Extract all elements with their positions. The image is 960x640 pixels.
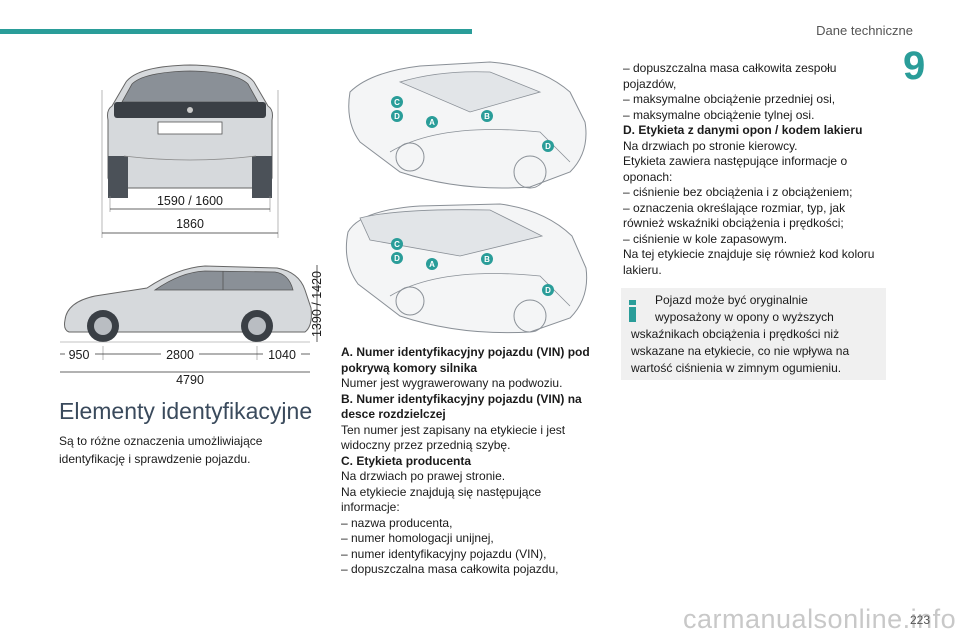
col3-line: D. Etykieta z danymi opon / kodem lakier… (623, 123, 863, 137)
col2-line: widoczny przez przednią szybę. (341, 438, 511, 452)
body-column-2: A. Numer identyfikacyjny pojazdu (VIN) p… (341, 345, 603, 578)
col2-line: informacje: (341, 500, 400, 514)
col3-line: również wskaźniki obciążenia i prędkości… (623, 216, 844, 230)
svg-text:B: B (484, 255, 490, 264)
col3-line: – ciśnienie bez obciążenia i z obciążeni… (623, 185, 853, 199)
col2-line: – numer homologacji unijnej, (341, 531, 494, 545)
info-icon (629, 300, 636, 322)
svg-text:D: D (394, 254, 400, 263)
height-label: 1390 / 1420 (310, 271, 324, 337)
front-overhang-label: 950 (69, 348, 90, 362)
marker-c (391, 96, 403, 108)
col2-line: Numer jest wygrawerowany na podwoziu. (341, 376, 563, 390)
marker-b (481, 110, 493, 122)
svg-text:A: A (429, 260, 435, 269)
svg-text:B: B (484, 112, 490, 121)
marker-d-door (391, 110, 403, 122)
side-view-dimension-figure: 950 2800 1040 4790 1390 / 1420 (60, 265, 324, 385)
wheelbase-label: 2800 (166, 348, 194, 362)
svg-text:A: A (429, 118, 435, 127)
col2-line: Ten numer jest zapisany na etykiecie i j… (341, 422, 566, 437)
intro-paragraph: Są to różne oznaczenia umożliwiające ide… (59, 434, 263, 466)
col2-line: – nazwa producenta, (341, 515, 453, 530)
rear-view-dimension-figure: 1590 / 1600 1860 (101, 64, 279, 238)
col2-line: – numer identyfikacyjny pojazdu (VIN), (341, 546, 547, 561)
svg-text:D: D (545, 286, 551, 295)
wagon-id-locations-figure: C D A B D (345, 203, 588, 334)
svg-text:C: C (394, 240, 400, 249)
svg-text:C: C (394, 98, 400, 107)
top-accent-bar (0, 29, 472, 34)
col3-line: – oznaczenia określające rozmiar, typ, j… (623, 200, 846, 215)
col3-line: Na drzwiach po stronie kierowcy. (623, 138, 798, 153)
info-note-text: Pojazd może być oryginalnie wyposażony w… (631, 293, 850, 375)
col2-line: desce rozdzielczej (341, 407, 446, 421)
track-label: 1590 / 1600 (157, 194, 223, 208)
col3-line: pojazdów, (623, 76, 677, 91)
width-label: 1860 (176, 217, 204, 231)
svg-text:D: D (545, 142, 551, 151)
section-heading: Elementy identyfikacyjne (59, 398, 313, 424)
marker-d (542, 284, 554, 296)
col2-line: Na drzwiach po prawej stronie. (341, 469, 506, 483)
col2-line: C. Etykieta producenta (341, 453, 472, 468)
col3-line: – maksymalne obciążenie przedniej osi, (623, 92, 836, 106)
marker-b (481, 253, 493, 265)
marker-d-door (391, 252, 403, 264)
col3-line: – maksymalne obciążenie tylnej osi. (623, 107, 815, 122)
section-title: Dane techniczne (816, 23, 913, 38)
col3-line: oponach: (623, 169, 673, 184)
rear-overhang-label: 1040 (268, 348, 296, 362)
col2-line: Na etykiecie znajdują się następujące (341, 484, 542, 499)
marker-c (391, 238, 403, 250)
marker-a (426, 258, 438, 270)
col2-line: A. Numer identyfikacyjny pojazdu (VIN) p… (341, 345, 590, 359)
col3-line: – ciśnienie w kole zapasowym. (623, 231, 788, 246)
sedan-id-locations-figure: C D A B D (348, 61, 587, 189)
col3-line: Na tej etykiecie znajduje się również ko… (623, 247, 875, 261)
col3-line: Etykieta zawiera następujące informacje … (623, 154, 848, 168)
svg-text:D: D (394, 112, 400, 121)
marker-a (426, 116, 438, 128)
marker-d (542, 140, 554, 152)
col3-line: – dopuszczalna masa całkowita zespołu (623, 61, 837, 75)
col2-line: pokrywą komory silnika (341, 360, 478, 375)
watermark: carmanualsonline.info (683, 604, 957, 634)
info-note-box: Pojazd może być oryginalnie wyposażony w… (621, 288, 886, 380)
length-label: 4790 (176, 373, 204, 385)
col3-line: lakieru. (623, 262, 662, 277)
col2-line: B. Numer identyfikacyjny pojazdu (VIN) n… (341, 391, 582, 406)
chapter-number: 9 (903, 44, 926, 88)
page-number: 223 (909, 613, 930, 627)
col2-line: – dopuszczalna masa całkowita pojazdu, (341, 562, 559, 576)
